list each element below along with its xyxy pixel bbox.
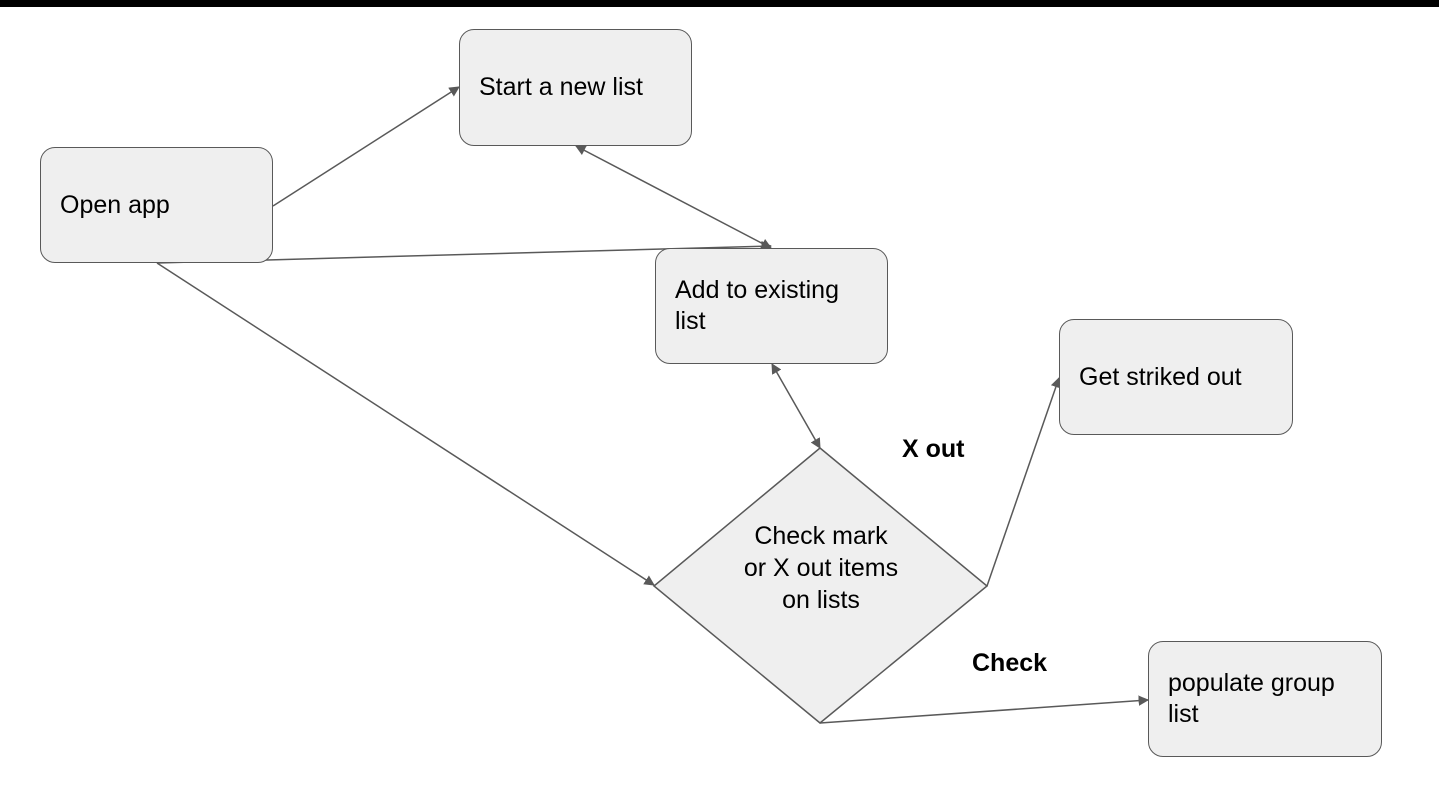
decision-label: Check mark or X out items on lists <box>743 522 899 614</box>
edge-start-add-bidirectional <box>575 145 772 249</box>
edge-label-check: Check <box>972 649 1048 677</box>
node-add-existing-list-label: Add to existing list <box>675 276 839 335</box>
node-populate-group-list: populate group list <box>1148 641 1382 757</box>
node-start-new-list-label: Start a new list <box>479 73 643 101</box>
node-add-existing-list: Add to existing list <box>655 248 888 364</box>
edge-label-x-out: X out <box>902 435 965 463</box>
node-populate-group-list-label: populate group list <box>1168 669 1335 728</box>
edge-add-decision-bidirectional <box>771 363 821 449</box>
node-get-striked-out: Get striked out <box>1059 319 1293 435</box>
node-get-striked-out-label: Get striked out <box>1079 362 1242 391</box>
top-border <box>0 0 1439 7</box>
edge-open-to-decision <box>156 262 655 586</box>
node-start-new-list: Start a new list <box>459 29 692 146</box>
edge-decision-to-populate <box>819 695 1150 724</box>
node-open-app: Open app <box>40 147 273 263</box>
edge-open-to-start <box>272 86 460 207</box>
edge-decision-to-striked <box>986 377 1061 587</box>
node-open-app-label: Open app <box>60 190 170 219</box>
